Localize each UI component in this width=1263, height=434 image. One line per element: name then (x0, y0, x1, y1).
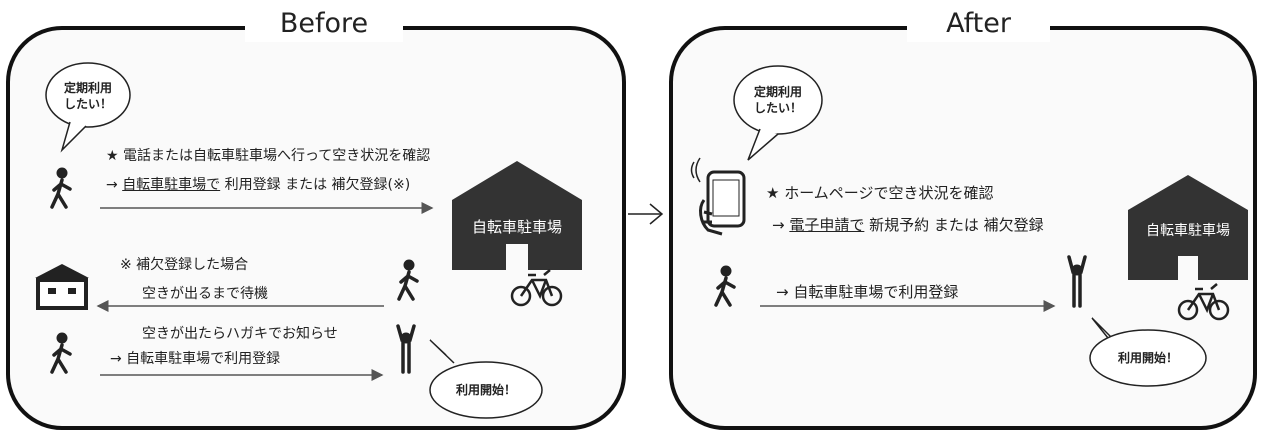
cheering-person-icon (1067, 255, 1087, 308)
before-note4: → 自転車駐車場で利用登録 (110, 351, 281, 367)
bicycle-icon (510, 269, 563, 307)
before-note1: ※ 補欠登録した場合 (120, 257, 249, 273)
speech-bubble-top-before (45, 62, 131, 153)
after-step2-link[interactable]: 電子申請で (789, 216, 865, 234)
before-step2: → 自転車駐車場で 利用登録 または 補欠登録(※) (106, 174, 410, 194)
bicycle-icon (1177, 283, 1230, 321)
before-bubble-bottom-text: 利用開始！ (455, 383, 516, 397)
after-step2-rest: 新規予約 または 補欠登録 (864, 216, 1044, 234)
bubble-top-after-text: 定期利用 したい！ (746, 84, 810, 116)
after-step2: → 電子申請で 新規予約 または 補欠登録 (772, 214, 1044, 235)
cheering-person-icon (396, 324, 416, 374)
after-facility-label: 自転車駐車場 (1146, 223, 1230, 239)
before-facility-label: 自転車駐車場 (471, 218, 562, 236)
walking-person-icon (50, 332, 72, 374)
arrow-text: → (772, 216, 790, 234)
parking-building-icon (1128, 175, 1248, 280)
before-note2: 空きが出るまで待機 (142, 286, 268, 302)
bubble-line-2: したい！ (753, 101, 802, 115)
bubble-line-1: 定期利用 (753, 85, 802, 99)
transition-arrow (628, 203, 664, 225)
parking-building-icon (452, 161, 582, 270)
walking-person-icon (50, 167, 72, 209)
walking-person-icon (397, 259, 419, 301)
after-step1: ★ ホームページで空き状況を確認 (766, 184, 994, 202)
speech-bubble-top-after (733, 65, 823, 161)
walking-person-icon (714, 265, 736, 307)
speech-bubble-bottom-after (1089, 317, 1207, 387)
before-note3: 空きが出たらハガキでお知らせ (142, 326, 338, 342)
before-step1: ★ 電話または自転車駐車場へ行って空き状況を確認 (106, 148, 431, 164)
before-title: Before (245, 6, 403, 42)
smartphone-icon (690, 157, 746, 236)
speech-bubble-bottom-before (429, 339, 543, 419)
after-bubble-bottom-text: 利用開始！ (1117, 351, 1178, 365)
before-step2-link[interactable]: 自転車駐車場で (122, 177, 221, 193)
bubble-line-1: 定期利用 (63, 81, 112, 95)
house-icon (35, 264, 89, 310)
after-step3: → 自転車駐車場で利用登録 (776, 283, 959, 301)
after-title: After (907, 6, 1050, 42)
bubble-top-before-text: 定期利用 したい！ (58, 80, 118, 112)
arrow-text: → (106, 177, 123, 193)
before-step2-rest: 利用登録 または 補欠登録(※) (220, 177, 411, 193)
bubble-line-2: したい！ (63, 97, 112, 111)
